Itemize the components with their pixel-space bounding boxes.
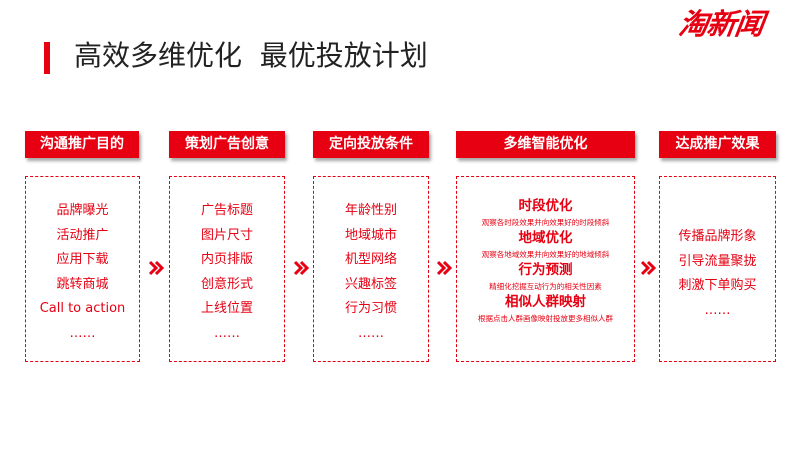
- list-ad-creative: 广告标题 图片尺寸 内页排版 创意形式 上线位置 ……: [170, 199, 284, 346]
- list-item: 地域城市: [344, 227, 397, 243]
- list-item: ……: [69, 325, 96, 341]
- list-item: Call to action: [39, 301, 126, 316]
- box-smart-optimization: 时段优化 观察各时段效果并向效果好的时段倾斜 地域优化 观察各地域效果并向效果好…: [456, 176, 635, 362]
- list-item: 年龄性别: [344, 203, 397, 218]
- box-ad-creative: 广告标题 图片尺寸 内页排版 创意形式 上线位置 ……: [169, 176, 285, 362]
- list-item: 内页排版: [200, 252, 253, 267]
- double-chevron-right-icon: [436, 260, 452, 276]
- list-promotion-result: 传播品牌形象 引导流量聚拢 刺激下单购买 ……: [660, 225, 775, 323]
- header-ad-creative: 策划广告创意: [169, 131, 285, 158]
- title-accent-bar: [44, 42, 50, 74]
- box-targeting: 年龄性别 地域城市 机型网络 兴趣标签 行为习惯 ……: [313, 176, 429, 362]
- brand-logo-text: 淘新闻: [676, 6, 766, 41]
- opt-title: 时段优化: [518, 198, 573, 214]
- list-item: 地域优化 观察各地域效果并向效果好的地域倾斜: [457, 229, 634, 261]
- opt-title: 地域优化: [518, 230, 573, 246]
- header-communication-goal: 沟通推广目的: [25, 131, 139, 158]
- list-item: 相似人群映射 根据点击人群画像映射投放更多相似人群: [457, 293, 634, 325]
- list-smart-optimization: 时段优化 观察各时段效果并向效果好的时段倾斜 地域优化 观察各地域效果并向效果好…: [457, 197, 634, 325]
- list-item: 广告标题: [200, 203, 253, 218]
- header-targeting: 定向投放条件: [313, 131, 429, 158]
- opt-title: 行为预测: [518, 262, 573, 278]
- opt-desc: 根据点击人群画像映射投放更多相似人群: [478, 314, 613, 323]
- list-item: 上线位置: [200, 301, 253, 316]
- list-communication-goal: 品牌曝光 活动推广 应用下载 跳转商城 Call to action ……: [26, 199, 139, 346]
- header-promotion-result: 达成推广效果: [659, 131, 776, 158]
- list-item: 行为习惯: [344, 301, 397, 316]
- brand-logo: 淘新闻: [650, 6, 792, 41]
- list-item: ……: [214, 325, 240, 341]
- box-promotion-result: 传播品牌形象 引导流量聚拢 刺激下单购买 ……: [659, 176, 776, 362]
- opt-desc: 精细化挖掘互动行为的相关性因素: [489, 282, 602, 291]
- list-item: 刺激下单购买: [678, 278, 757, 293]
- box-communication-goal: 品牌曝光 活动推广 应用下载 跳转商城 Call to action ……: [25, 176, 140, 362]
- list-item: 兴趣标签: [344, 276, 397, 292]
- list-item: 行为预测 精细化挖掘互动行为的相关性因素: [457, 261, 634, 293]
- list-item: 创意形式: [200, 276, 253, 292]
- double-chevron-right-icon: [148, 260, 164, 276]
- page-title: 高效多维优化 最优投放计划: [74, 39, 428, 72]
- list-item: 跳转商城: [56, 276, 109, 292]
- list-item: 活动推广: [56, 227, 109, 243]
- list-item: 时段优化 观察各时段效果并向效果好的时段倾斜: [457, 197, 634, 229]
- list-item: 应用下载: [56, 252, 109, 267]
- double-chevron-right-icon: [293, 260, 309, 276]
- list-targeting: 年龄性别 地域城市 机型网络 兴趣标签 行为习惯 ……: [314, 199, 428, 346]
- opt-title: 相似人群映射: [505, 294, 586, 310]
- list-item: 机型网络: [344, 252, 397, 267]
- list-item: 引导流量聚拢: [678, 253, 757, 269]
- list-item: 图片尺寸: [200, 227, 253, 243]
- list-item: 品牌曝光: [56, 203, 109, 218]
- list-item: ……: [704, 302, 731, 318]
- double-chevron-right-icon: [640, 260, 656, 276]
- opt-desc: 观察各地域效果并向效果好的地域倾斜: [481, 250, 610, 259]
- header-smart-optimization: 多维智能优化: [456, 131, 635, 158]
- opt-desc: 观察各时段效果并向效果好的时段倾斜: [481, 218, 610, 227]
- list-item: 传播品牌形象: [678, 229, 757, 244]
- list-item: ……: [358, 325, 384, 341]
